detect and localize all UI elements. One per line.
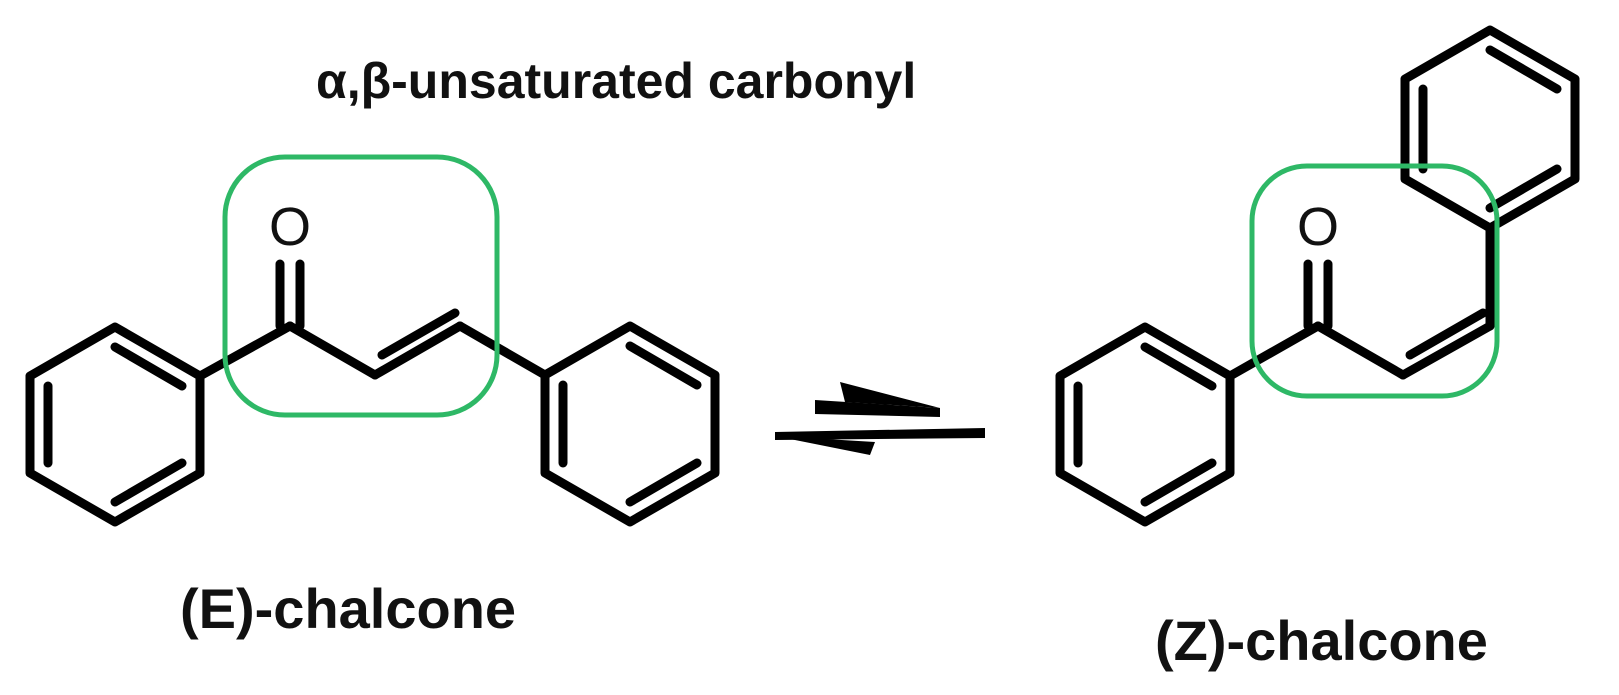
- reverse-half-arrow: [775, 428, 985, 440]
- reverse-arrowhead: [775, 436, 875, 455]
- z-upper-phenyl-ring: [1400, 25, 1580, 233]
- forward-arrowhead: [840, 382, 940, 408]
- z-oxygen-atom: O: [1297, 197, 1339, 257]
- e-right-phenyl-ring: [540, 321, 720, 527]
- z-left-phenyl-ring: [1055, 322, 1235, 527]
- z-chalcone-structure: O: [1055, 25, 1580, 527]
- z-enone-chain: [1225, 223, 1495, 381]
- e-left-phenyl-ring: [25, 322, 205, 527]
- z-chalcone-label: (Z)-chalcone: [1155, 609, 1488, 672]
- z-enone-highlight-box: [1249, 163, 1500, 399]
- forward-half-arrow: [815, 400, 940, 417]
- e-chalcone-label: (E)-chalcone: [180, 577, 516, 640]
- e-chalcone-structure: O: [25, 154, 720, 527]
- diagram-title: α,β-unsaturated carbonyl: [316, 53, 916, 109]
- e-enone-highlight-box: [222, 154, 500, 418]
- equilibrium-arrow: [775, 382, 985, 455]
- e-enone-chain: [195, 259, 550, 381]
- e-oxygen-atom: O: [269, 197, 311, 257]
